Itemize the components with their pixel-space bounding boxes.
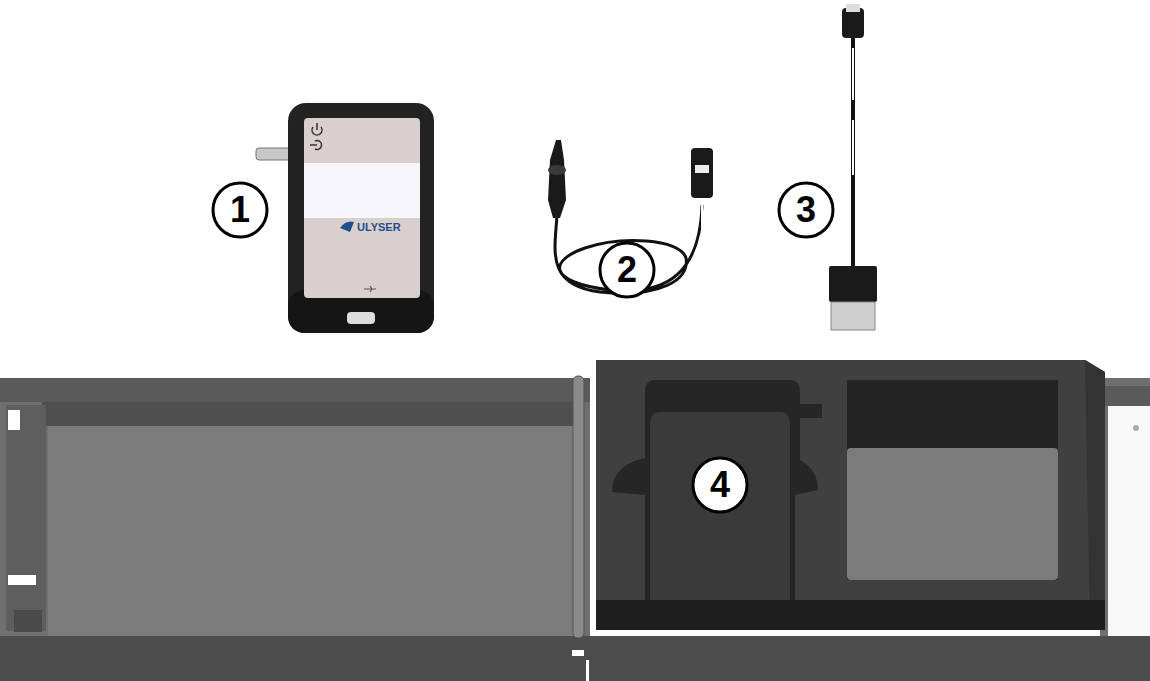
callout-circle	[600, 243, 654, 297]
device-screen	[304, 163, 420, 218]
cutout-floor	[650, 412, 790, 600]
foam-shadow	[596, 600, 1105, 630]
hinge-mark	[586, 660, 589, 681]
usb-port	[347, 312, 375, 324]
lid-rim	[0, 378, 590, 402]
storage-case	[0, 360, 1150, 681]
callout-circle	[693, 458, 747, 512]
accessory-pocket	[847, 380, 1058, 580]
callout-number: 4	[710, 467, 730, 503]
alligator-clip	[548, 140, 566, 218]
hinge	[573, 376, 584, 638]
lid-side	[6, 405, 46, 631]
callout-number: 3	[796, 192, 816, 228]
cable-connector	[842, 8, 864, 38]
usb-metal	[831, 302, 875, 330]
lid-panel	[48, 426, 576, 636]
pocket-floor	[847, 448, 1058, 580]
device-body	[288, 103, 434, 333]
input-icon	[310, 144, 317, 146]
device-face	[304, 118, 420, 298]
device-cutout	[612, 380, 822, 600]
foam-side	[1085, 360, 1105, 630]
clip-grip	[548, 165, 566, 175]
lid-inner-rim	[42, 402, 577, 426]
callout-circle	[779, 183, 833, 237]
meter-device	[256, 103, 434, 333]
case-frame-rim	[1104, 386, 1150, 406]
latch	[14, 610, 42, 632]
callout-circle	[213, 183, 267, 237]
case-frame-gap	[1108, 400, 1150, 636]
usb-cable	[829, 4, 877, 330]
hinge-mark	[572, 650, 584, 656]
case-lid	[0, 378, 590, 681]
case-frame	[1100, 378, 1150, 636]
callout-number: 1	[230, 192, 250, 228]
brand-logo	[340, 222, 354, 232]
cable-stripe	[852, 120, 854, 175]
foam-insert	[596, 360, 1105, 630]
latch	[8, 575, 36, 585]
connector-tip	[846, 4, 860, 12]
cable-wire	[851, 38, 855, 110]
cable-stripe	[701, 205, 703, 240]
connector-band	[695, 165, 709, 173]
callout-number: 2	[617, 252, 637, 288]
latch	[8, 410, 20, 430]
rivet	[1133, 425, 1139, 431]
cable-wire	[851, 110, 855, 268]
brand-name: ULYSER	[357, 222, 401, 233]
usb-icon	[364, 286, 376, 292]
case-base	[0, 636, 1150, 681]
power-icon	[316, 123, 318, 130]
cable-connector	[691, 148, 713, 198]
probe-pin	[256, 148, 292, 160]
cable-stripe	[852, 48, 854, 100]
probe-cable	[548, 140, 713, 293]
usb-plug	[829, 266, 877, 302]
